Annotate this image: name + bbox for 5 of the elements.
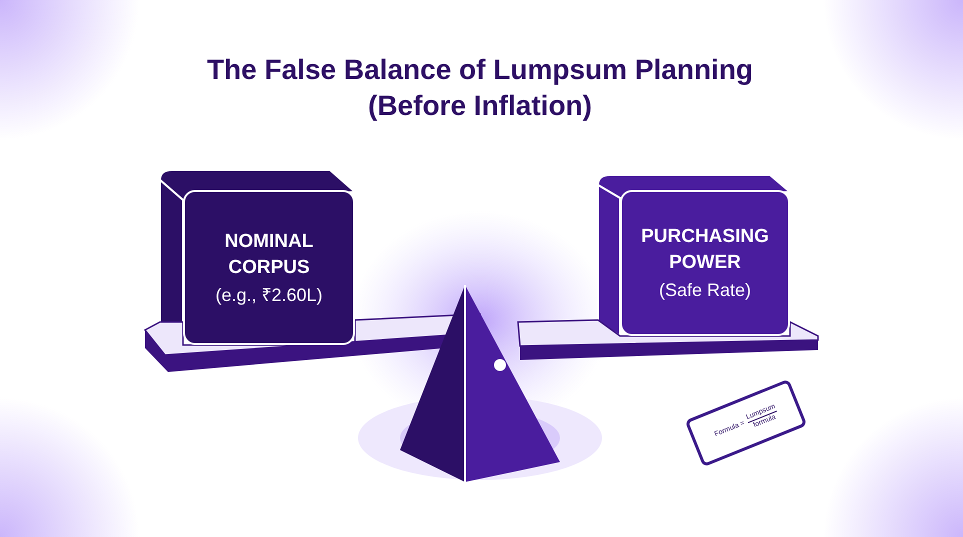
diagram-title: The False Balance of Lumpsum Planning (Before Inflation) (206, 53, 754, 123)
block-heading: PURCHASING POWER (640, 225, 770, 275)
block-subtext: (e.g., ₹2.60L) (215, 284, 323, 306)
block-subtext: (Safe Rate) (658, 279, 752, 302)
block-heading: NOMINAL CORPUS (224, 230, 314, 280)
